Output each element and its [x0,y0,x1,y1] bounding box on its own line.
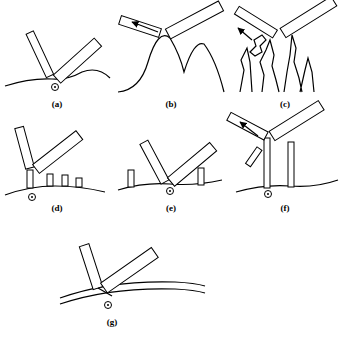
fragment [250,35,266,56]
panel-label: (g) [107,318,118,327]
surface [118,36,224,92]
surface [236,180,338,192]
panel-label: (e) [166,204,176,213]
layer [60,289,205,304]
panel-label: (f) [281,204,290,213]
panel-label: (d) [52,204,63,213]
panel-label: (c) [280,100,290,109]
panel-label: (b) [166,100,177,109]
surface [240,35,314,92]
particle [52,84,59,91]
surface [5,186,105,195]
panel-label: (a) [52,100,63,109]
